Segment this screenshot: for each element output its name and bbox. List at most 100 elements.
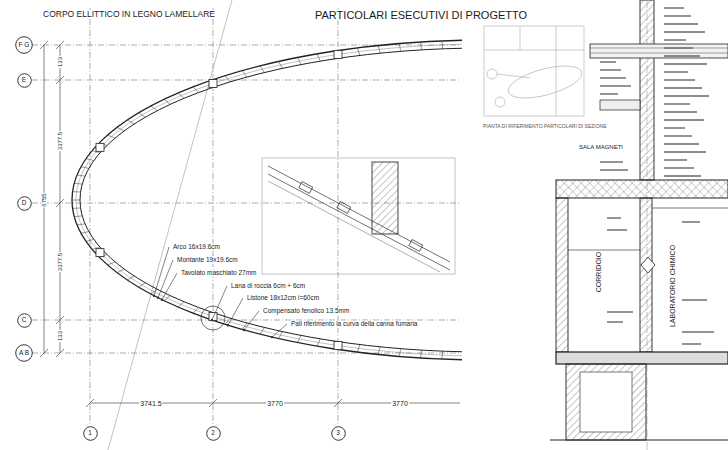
roof-layer: [590, 53, 728, 54]
inset-layer: [268, 174, 450, 270]
dimension-tick: [56, 41, 64, 49]
plan-marker: [487, 69, 497, 79]
rib-tick: [279, 61, 283, 68]
leader-line: [228, 298, 243, 325]
leader-dot: [227, 324, 229, 326]
roof-layer: [590, 48, 728, 49]
grid-bubble: A B: [15, 344, 33, 362]
insulation-line: [76, 44, 462, 356]
grid-bubble: C: [17, 313, 32, 328]
ground-line: [550, 440, 728, 441]
annotation-mark: [682, 221, 700, 222]
annotation-mark: [600, 161, 623, 162]
rib-tick: [108, 262, 115, 265]
plan-ellipse: [505, 60, 585, 105]
rib-tick: [357, 345, 359, 353]
rib-tick: [260, 66, 264, 73]
plan-caption: PIANTA DI RIFERIMENTO PARTICOLARI DI SEZ…: [482, 124, 608, 129]
annotation-mark: [607, 321, 623, 322]
annotation-mark: [664, 7, 684, 8]
annotation-mark: [664, 143, 699, 144]
grid-label: 3: [336, 430, 340, 437]
plan-line: [520, 26, 521, 50]
rib-tick: [127, 120, 134, 124]
elliptical-shell: [72, 40, 462, 360]
inner-shell: [80, 48, 462, 352]
dimension-line: [60, 45, 61, 353]
annotation-mark: [607, 229, 627, 230]
rib-tick: [164, 296, 170, 301]
construction-line: [108, 0, 232, 450]
callout-text: Lana di roccia 6cm + 6cm: [230, 283, 306, 290]
dimension-tick: [56, 349, 64, 357]
rib-tick: [260, 327, 264, 334]
post-marker: [334, 50, 342, 58]
annotation-mark: [682, 299, 707, 300]
foundation: [566, 364, 646, 440]
rib-tick: [298, 335, 302, 342]
drawing-heading: CORPO ELLITTICO IN LEGNO LAMELLARE: [42, 10, 216, 19]
rib-tick: [74, 215, 82, 217]
inset-post: [372, 162, 398, 234]
dimension-tick: [334, 399, 342, 407]
rib-tick: [378, 45, 380, 53]
annotation-mark: [664, 15, 691, 16]
inset-detail: [262, 158, 455, 274]
rib-tick: [317, 339, 320, 346]
grid-bubble: 1: [83, 426, 98, 441]
annotation-mark: [600, 77, 626, 78]
annotation-marks: [600, 8, 714, 344]
dimension-text: 3770: [266, 400, 284, 407]
rib-tick: [441, 41, 443, 49]
dimension-text: 3741.5: [139, 400, 162, 407]
annotation-mark: [600, 69, 621, 70]
annotation-mark: [600, 61, 616, 62]
plan-line: [484, 50, 584, 51]
leader-line: [212, 286, 227, 320]
leader-dot: [157, 297, 159, 299]
building-section: [550, 0, 728, 450]
rib-tick: [74, 183, 82, 185]
annotation-mark: [607, 217, 621, 218]
dimension-tick: [56, 76, 64, 84]
annotation-mark: [664, 55, 700, 56]
dimension-text: 133: [57, 56, 63, 68]
dimension-text: 6755: [41, 192, 47, 207]
bubble-circle: [17, 73, 31, 87]
post-marker: [96, 143, 104, 151]
dimension-text: 3770: [391, 400, 409, 407]
room-name: LABORATORIO CHIMICO: [669, 244, 676, 328]
annotation-mark: [664, 151, 706, 152]
grid-label: E: [22, 77, 26, 84]
rib-tick: [193, 307, 199, 313]
rib-tick: [225, 318, 230, 324]
bubble-circle: [17, 196, 31, 210]
rib-tick: [420, 42, 421, 50]
dimension-tick: [40, 349, 48, 357]
annotation-mark: [664, 159, 687, 160]
grid-line: [32, 45, 460, 46]
bubble-circle: [206, 426, 220, 440]
false-ceiling: [568, 250, 640, 251]
annotation-mark: [664, 127, 685, 128]
annotation-mark: [664, 47, 693, 48]
rib-tick: [357, 48, 359, 56]
callout-text: Listone 18x12cm i=60cm: [246, 295, 320, 302]
callout-text: Arco 16x19.6cm: [172, 244, 221, 251]
dimension-tick: [40, 41, 48, 49]
dimension-tick: [56, 316, 64, 324]
grid-bubble: 2: [206, 426, 221, 441]
annotation-mark: [664, 31, 705, 32]
annotation-mark: [664, 135, 692, 136]
rib-tick: [108, 135, 115, 138]
grid-bubble: E: [17, 73, 32, 88]
grid-lines: [32, 8, 460, 424]
inset-block: [299, 182, 313, 194]
rib-tick: [73, 191, 81, 192]
inset-frame: [262, 158, 455, 274]
rib-ticks: [72, 41, 443, 359]
slab: [556, 180, 728, 198]
room-name: SALA MAGNETI: [578, 144, 624, 150]
rib-tick: [178, 93, 184, 98]
rib-tick: [81, 167, 89, 169]
